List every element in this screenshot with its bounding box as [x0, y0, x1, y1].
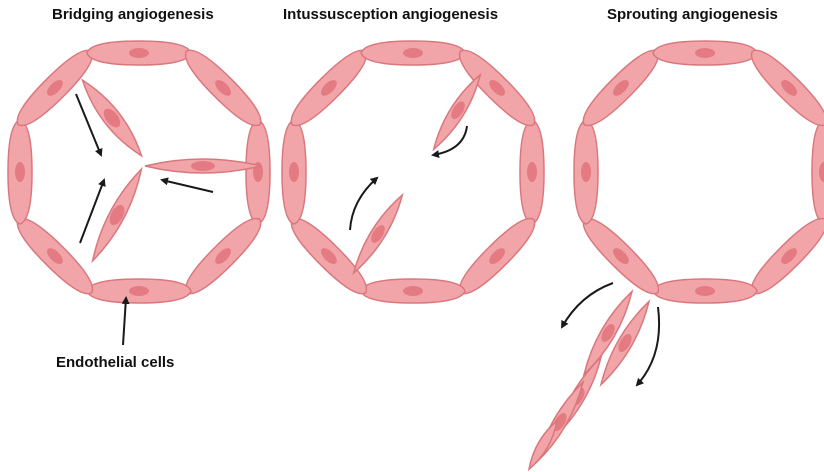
- sprouting-vessel-ring: [574, 41, 824, 303]
- vessel-wall-cell: [520, 120, 544, 224]
- sprouting-cells: [525, 288, 655, 472]
- vessel-wall-cell: [574, 120, 598, 224]
- endothelial-cells-label: Endothelial cells: [56, 354, 174, 371]
- vessel-wall-cell: [87, 41, 191, 65]
- vessel-wall-cell: [744, 43, 824, 134]
- vessel-wall-cell: [576, 43, 667, 134]
- intussusception-arrows: [350, 126, 467, 230]
- vessel-wall-cell: [812, 120, 824, 224]
- vessel-wall-cell: [452, 211, 543, 302]
- vessel-wall-cell: [284, 43, 375, 134]
- vessel-wall-cell: [361, 41, 465, 65]
- vessel-wall-cell: [8, 120, 32, 224]
- vessel-wall-cell: [178, 43, 269, 134]
- vessel-wall-cell: [653, 41, 757, 65]
- intussusception-inner-cells: [348, 71, 487, 277]
- vessel-wall-cell: [576, 211, 667, 302]
- vessel-wall-cell: [87, 279, 191, 303]
- endothelial-cells-arrow: [123, 298, 126, 345]
- intussusception-vessel-ring: [282, 41, 544, 303]
- vessel-wall-cell: [282, 120, 306, 224]
- vessel-wall-cell: [452, 43, 543, 134]
- vessel-wall-cell: [178, 211, 269, 302]
- vessel-wall-cell: [653, 279, 757, 303]
- vessel-wall-cell: [361, 279, 465, 303]
- vessel-wall-cell: [246, 120, 270, 224]
